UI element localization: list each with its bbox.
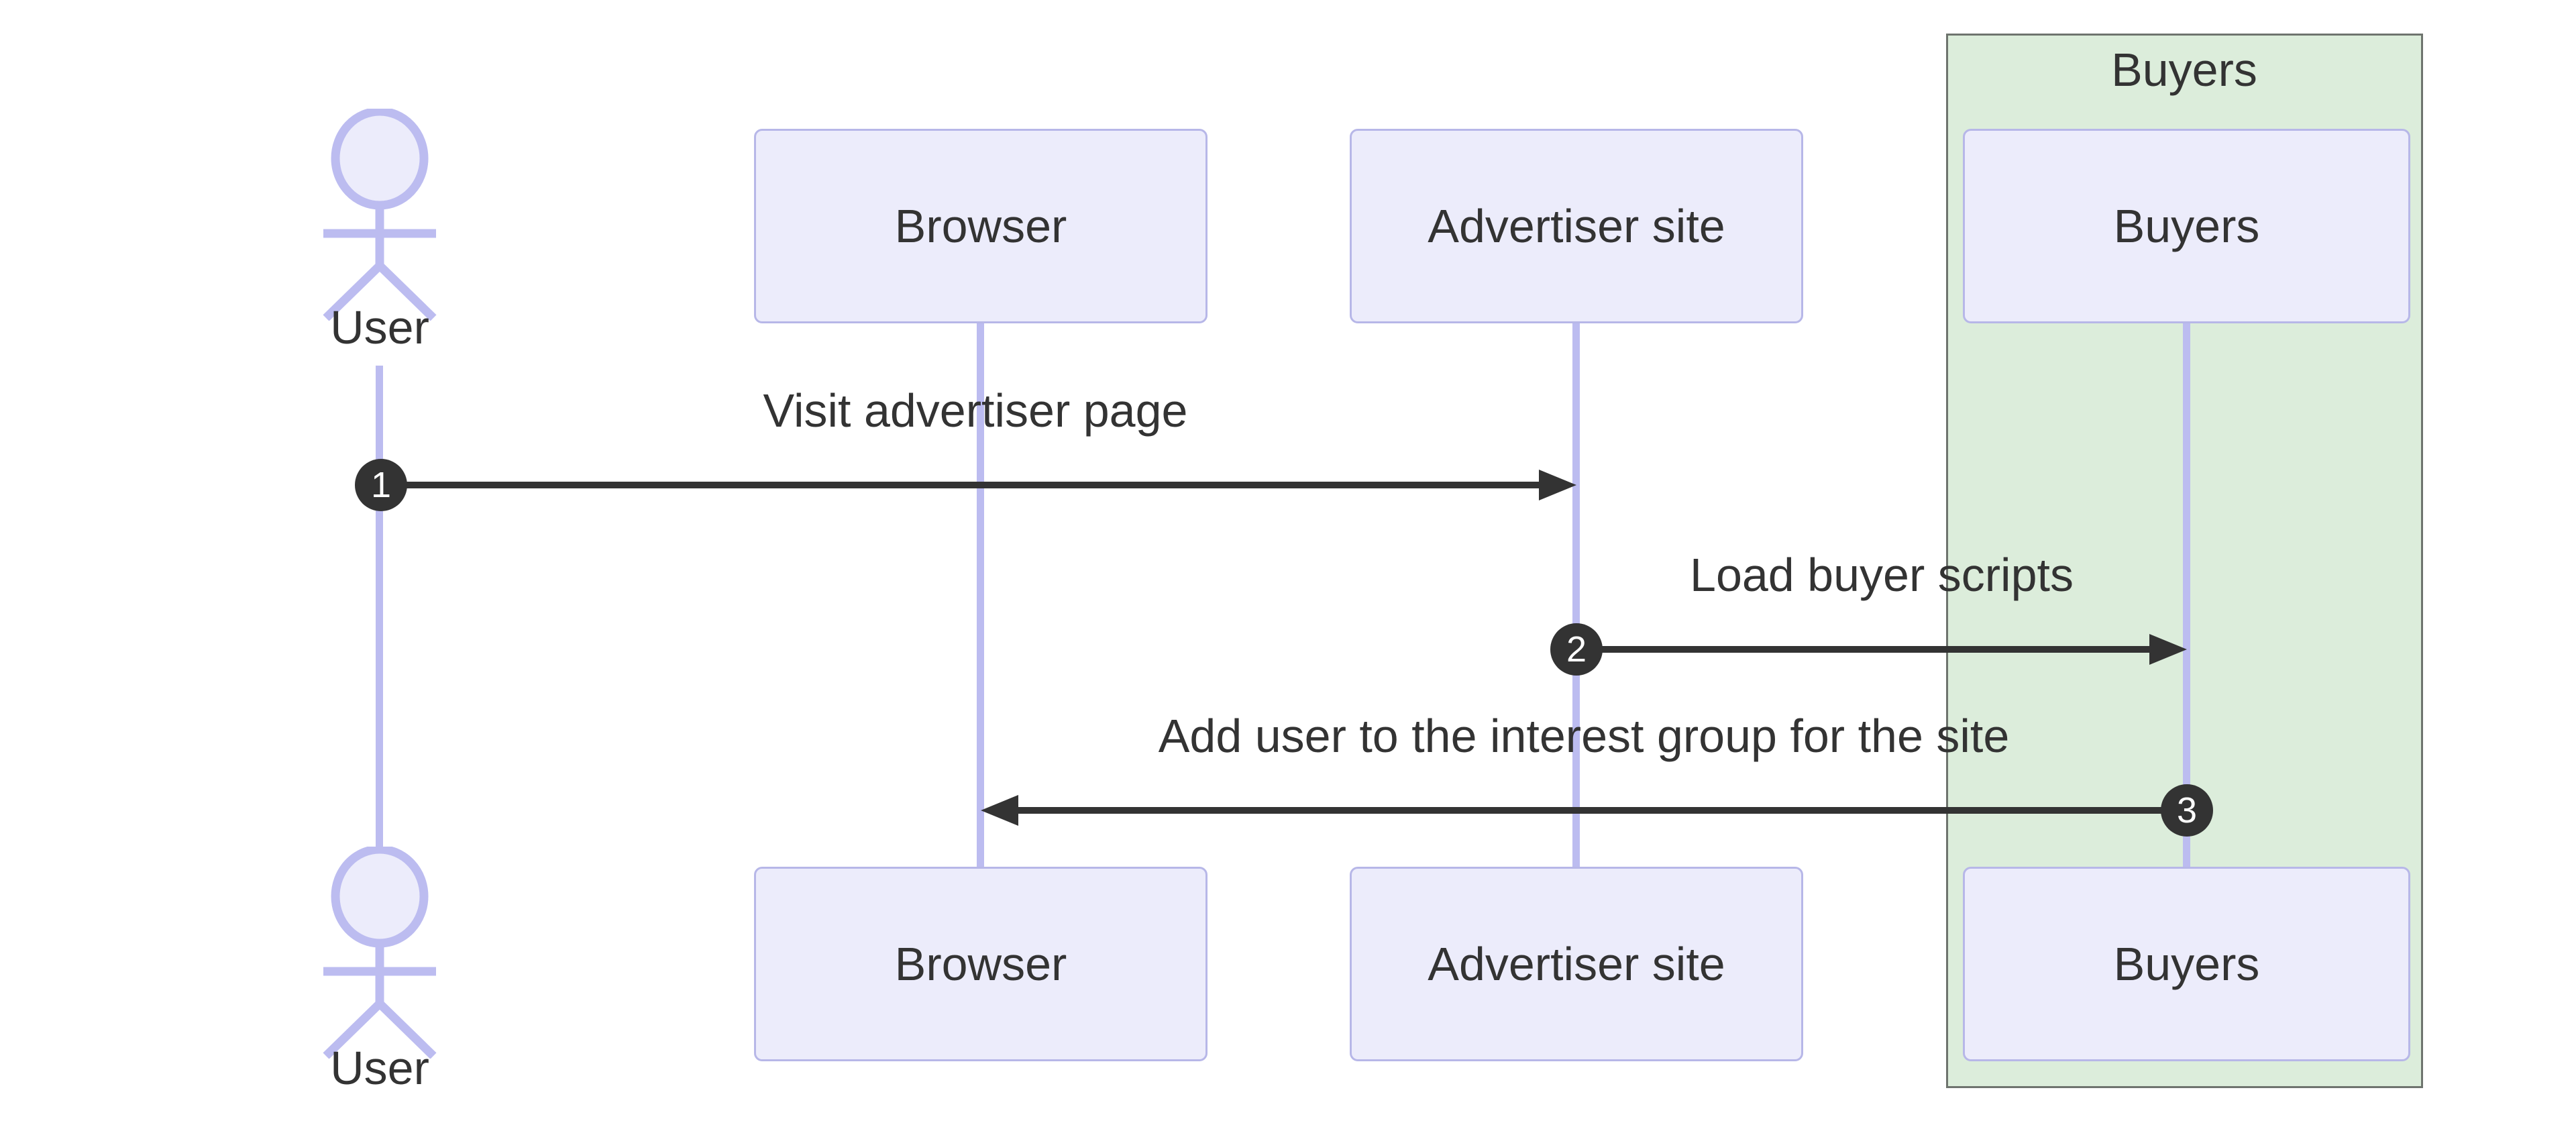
participant-box-buyers-top: Buyers [1963,129,2410,323]
arrowhead-right-icon [2149,634,2187,665]
actor-label-user-bottom: User [330,1042,429,1094]
message-3-sequence-badge: 3 [2161,784,2213,837]
participant-box-buyers-bottom: Buyers [1963,867,2410,1061]
message-1-sequence-badge: 1 [355,459,407,511]
user-actor-icon [323,109,437,321]
lifeline-advertiser-site [1572,322,1580,867]
message-1-label: Visit advertiser page [763,384,1188,437]
message-2-label: Load buyer scripts [1690,549,2074,601]
message-2-arrow-line [1576,646,2157,653]
actor-label-user-top: User [330,301,429,354]
message-1-arrow-line [381,482,1548,488]
message-3-label: Add user to the interest group for the s… [1158,710,2010,762]
participant-box-advertiser-site-top: Advertiser site [1350,129,1803,323]
participant-box-browser-bottom: Browser [754,867,1208,1061]
message-2-sequence-badge: 2 [1550,623,1603,676]
lifeline-browser [977,322,984,867]
participant-box-advertiser-site-bottom: Advertiser site [1350,867,1803,1061]
user-actor-icon [323,847,437,1059]
lifeline-buyers [2183,322,2190,867]
arrowhead-left-icon [981,795,1018,826]
lifeline-user [376,366,383,851]
arrowhead-right-icon [1539,470,1576,500]
buyers-group-title: Buyers [2111,44,2257,96]
message-3-arrow-line [1016,807,2187,814]
participant-box-browser-top: Browser [754,129,1208,323]
